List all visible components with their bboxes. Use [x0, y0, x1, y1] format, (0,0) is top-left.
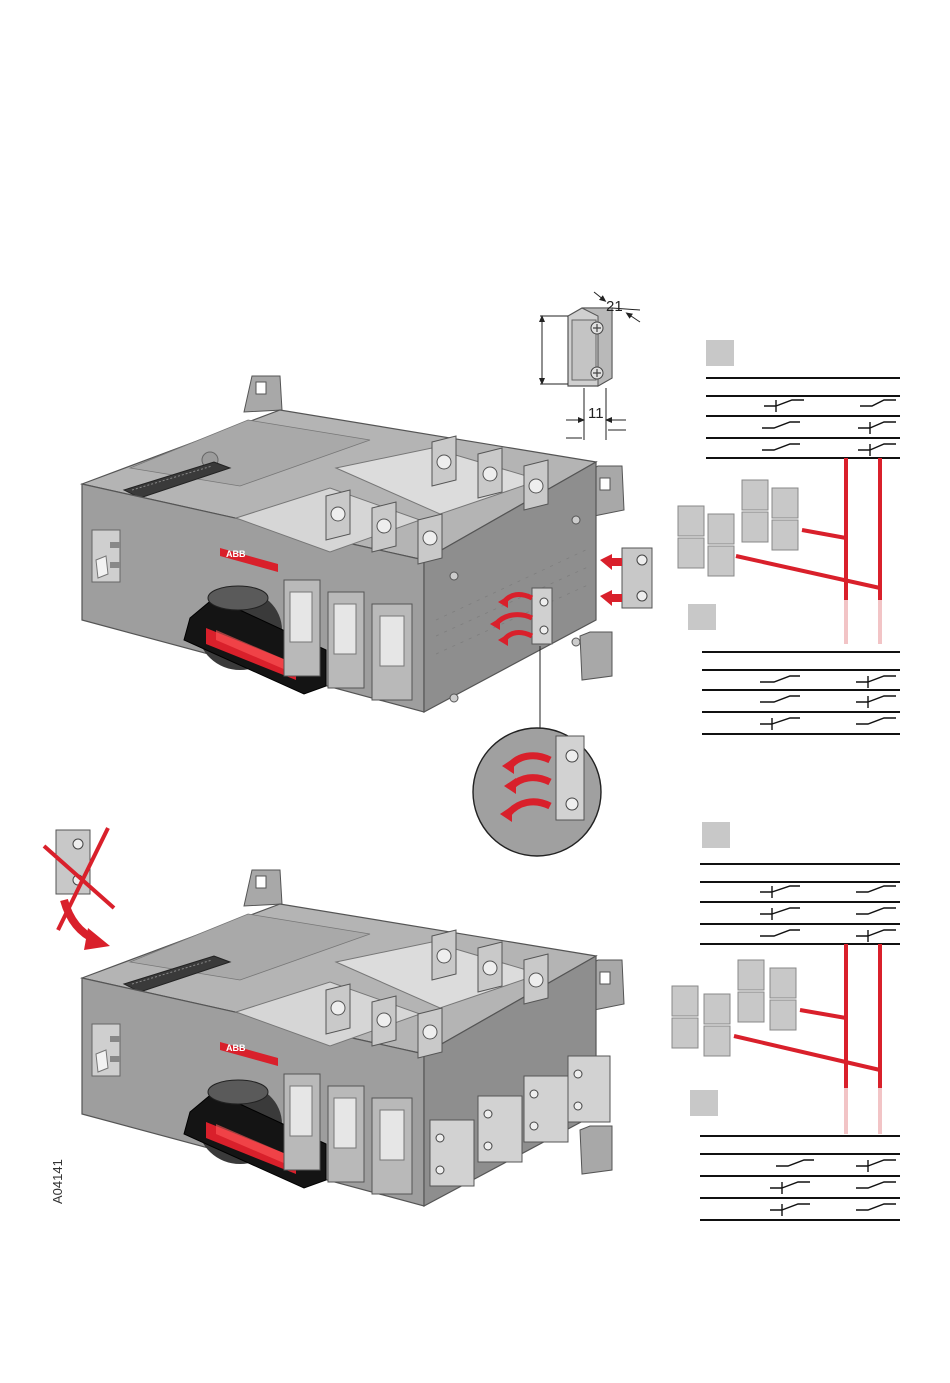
aux-contact-block: [568, 308, 612, 386]
contact-icons-lower-left: [672, 986, 730, 1056]
position-marker-2: [688, 604, 716, 630]
aux-contact-mounted-upper: [532, 588, 552, 644]
brand-label-lower: ABB: [226, 1043, 246, 1053]
schematic-lower: [672, 822, 900, 1220]
contact-symbols-upper: [762, 400, 896, 456]
position-marker-4: [690, 1090, 718, 1116]
pitch-dimension-label: 11: [588, 405, 604, 422]
switch-lower: ABB: [82, 870, 624, 1206]
pitch-dimension-11: 11: [566, 388, 626, 440]
aux-contact-loose: [622, 548, 652, 608]
brand-label-upper: ABB: [226, 549, 246, 559]
detail-magnifier: [473, 728, 601, 856]
contact-icons-upper-right: [742, 480, 798, 550]
document-code: A04141: [50, 1159, 65, 1204]
position-marker-1: [706, 340, 734, 366]
insert-arrow-icon: [600, 554, 622, 606]
position-marker-3: [702, 822, 730, 848]
removal-indicator: [44, 828, 114, 950]
switch-upper: ABB: [82, 376, 652, 712]
contact-icons-upper-left: [678, 506, 734, 576]
schematic-upper: [678, 340, 900, 734]
aux-contact-dimension-drawing: 21 11: [540, 292, 640, 440]
height-dimension: [540, 316, 568, 384]
width-dimension-label: 21: [606, 298, 623, 315]
contact-icons-lower-right: [738, 960, 796, 1030]
